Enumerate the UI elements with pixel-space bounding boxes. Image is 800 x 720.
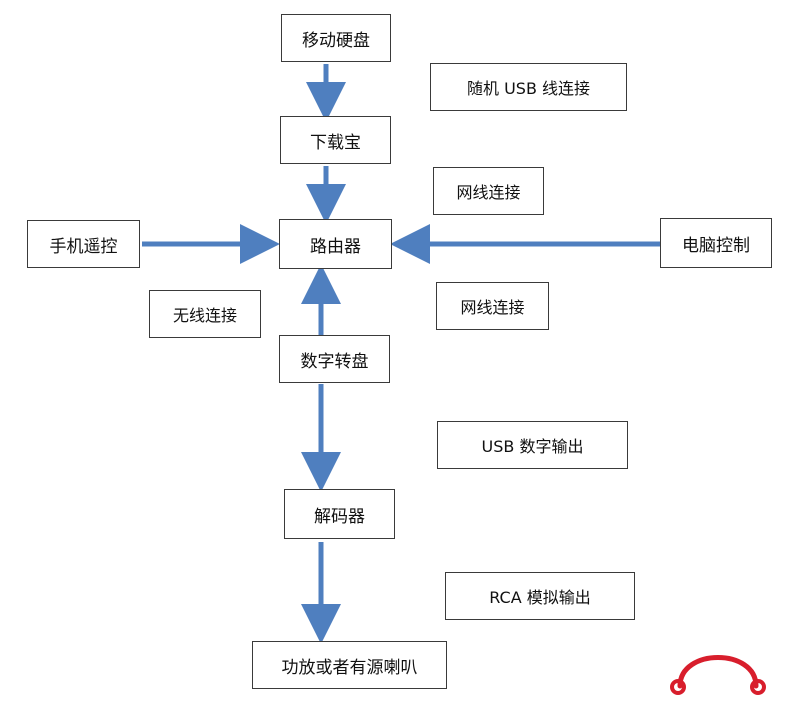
- label-ethernet-2: 网线连接: [436, 282, 549, 330]
- node-phone-remote: 手机遥控: [27, 220, 140, 268]
- node-decoder: 解码器: [284, 489, 395, 539]
- label-rca-analog-out: RCA 模拟输出: [445, 572, 635, 620]
- node-router: 路由器: [279, 219, 392, 269]
- node-amp-speakers: 功放或者有源喇叭: [252, 641, 447, 689]
- node-portable-hdd: 移动硬盘: [281, 14, 391, 62]
- node-pc-control: 电脑控制: [660, 218, 772, 268]
- node-digital-transport: 数字转盘: [279, 335, 390, 383]
- label-wireless: 无线连接: [149, 290, 261, 338]
- label-usb-cable: 随机 USB 线连接: [430, 63, 627, 111]
- headphones-logo-icon: [670, 655, 766, 695]
- node-downloader: 下载宝: [280, 116, 391, 164]
- label-usb-digital-out: USB 数字输出: [437, 421, 628, 469]
- label-ethernet-1: 网线连接: [433, 167, 544, 215]
